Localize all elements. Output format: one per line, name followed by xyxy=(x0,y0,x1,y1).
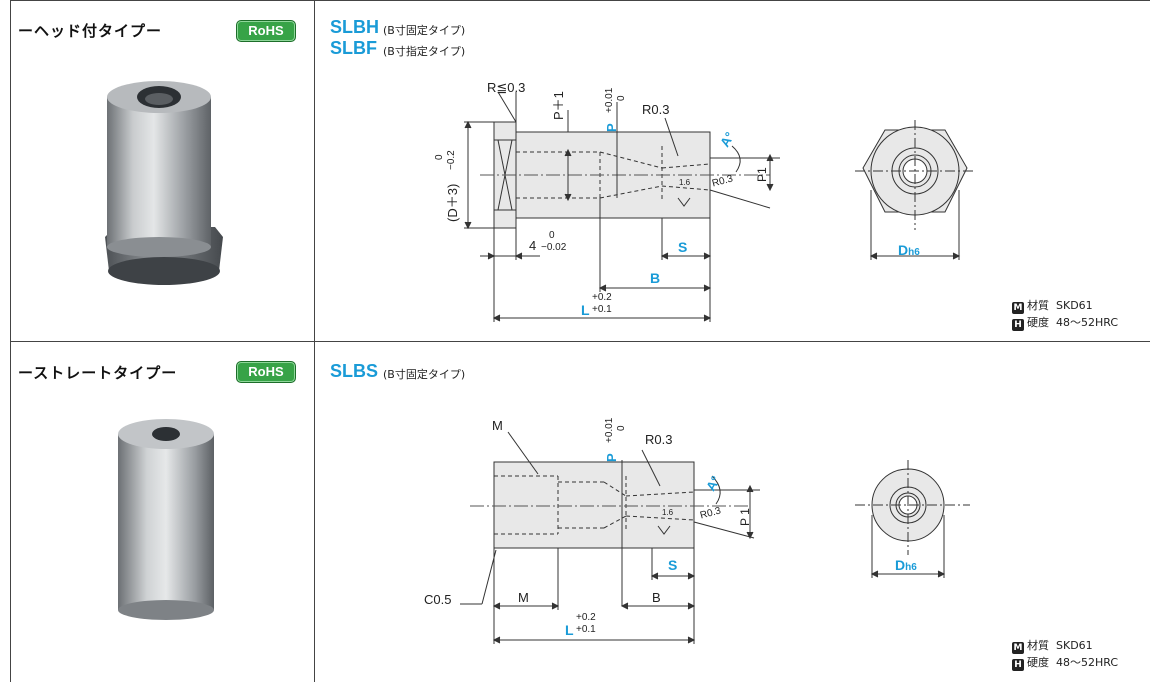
dim-p1: P 1 xyxy=(738,508,752,526)
dim-b: B xyxy=(652,590,661,605)
dim-l-tol-upper: +0.2 xyxy=(576,612,596,623)
dim-roughness: 1.6 xyxy=(679,178,691,187)
dim-roughness: 1.6 xyxy=(662,508,674,517)
dim-d3-tol-upper: 0 xyxy=(434,154,445,160)
section-title-straight: ーストレートタイプー xyxy=(18,364,178,382)
dim-l: L xyxy=(565,622,574,638)
top-border xyxy=(10,0,1150,1)
dim-c05: C0.5 xyxy=(424,592,452,607)
dim-head-tol-lower: −0.02 xyxy=(541,242,567,253)
dim-p1: P1 xyxy=(755,167,769,182)
hardness-label: 硬度 xyxy=(1027,316,1049,329)
dim-p-plus-1: P＋1 xyxy=(551,91,566,120)
dim-p-tol-lower: 0 xyxy=(616,425,627,431)
dim-p-tol-lower: 0 xyxy=(616,95,627,101)
dim-p-tol-upper: +0.01 xyxy=(604,417,615,443)
product-photo-straight-type xyxy=(118,419,214,620)
dim-p-tol-upper: +0.01 xyxy=(604,87,615,113)
dim-p: P xyxy=(604,123,619,132)
dim-head-tol-upper: 0 xyxy=(549,230,555,241)
drawing-head-type-end xyxy=(855,120,975,260)
model-code-slbf: SLBF xyxy=(330,38,377,58)
material-value: SKD61 xyxy=(1056,639,1093,652)
material-label: 材質 xyxy=(1027,299,1049,312)
drawing-straight-type-end xyxy=(855,460,970,578)
row-divider xyxy=(10,341,1150,342)
material-label: 材質 xyxy=(1027,639,1049,652)
model-note-slbf: (B寸指定タイプ) xyxy=(383,45,466,58)
dim-s: S xyxy=(678,239,688,255)
hardness-label: 硬度 xyxy=(1027,656,1049,669)
model-code-slbs: SLBS xyxy=(330,361,379,381)
dim-d-letter: D xyxy=(898,242,909,258)
model-note-slbs: (B寸固定タイプ) xyxy=(383,368,466,381)
dim-d-tol: h6 xyxy=(908,247,920,258)
material-value: SKD61 xyxy=(1056,299,1093,312)
dim-l-tol-lower: +0.1 xyxy=(592,304,612,315)
dim-r-head: R≦0.3 xyxy=(487,80,526,95)
dim-d-plus-3: (D＋3) xyxy=(445,183,460,222)
material-badge: M xyxy=(1012,302,1024,314)
dim-m-top: M xyxy=(492,418,503,433)
model-code-slbh: SLBH xyxy=(330,17,379,37)
hardness-value: 48〜52HRC xyxy=(1056,656,1119,669)
rohs-badge: RoHS xyxy=(236,20,296,42)
dim-d: Dh6 xyxy=(895,557,917,573)
product-photo-head-type xyxy=(105,81,223,285)
dim-l: L xyxy=(581,302,590,318)
dim-l-tol-lower: +0.1 xyxy=(576,624,596,635)
model-note-slbh: (B寸固定タイプ) xyxy=(383,24,466,37)
dim-d3-tol-lower: −0.2 xyxy=(446,150,457,170)
dim-d-tol: h6 xyxy=(905,562,917,573)
hardness-badge: H xyxy=(1012,659,1024,671)
dim-d: Dh6 xyxy=(898,242,920,258)
drawing-head-type-side xyxy=(464,91,780,322)
dim-head-4: 4 xyxy=(529,238,537,253)
material-badge: M xyxy=(1012,642,1024,654)
hardness-badge: H xyxy=(1012,319,1024,331)
dim-d-letter: D xyxy=(895,557,906,573)
drawing-straight-type-side xyxy=(460,431,760,644)
section-title-head: ーヘッド付タイプー xyxy=(18,22,163,40)
dim-m: M xyxy=(518,590,529,605)
dim-s: S xyxy=(668,557,678,573)
dim-l-tol-upper: +0.2 xyxy=(592,292,612,303)
dim-b: B xyxy=(650,270,661,286)
dim-r03: R0.3 xyxy=(642,102,670,117)
rohs-badge: RoHS xyxy=(236,361,296,383)
column-divider xyxy=(314,0,315,682)
dim-p: P xyxy=(604,453,619,462)
dim-r03: R0.3 xyxy=(645,432,673,447)
hardness-value: 48〜52HRC xyxy=(1056,316,1119,329)
